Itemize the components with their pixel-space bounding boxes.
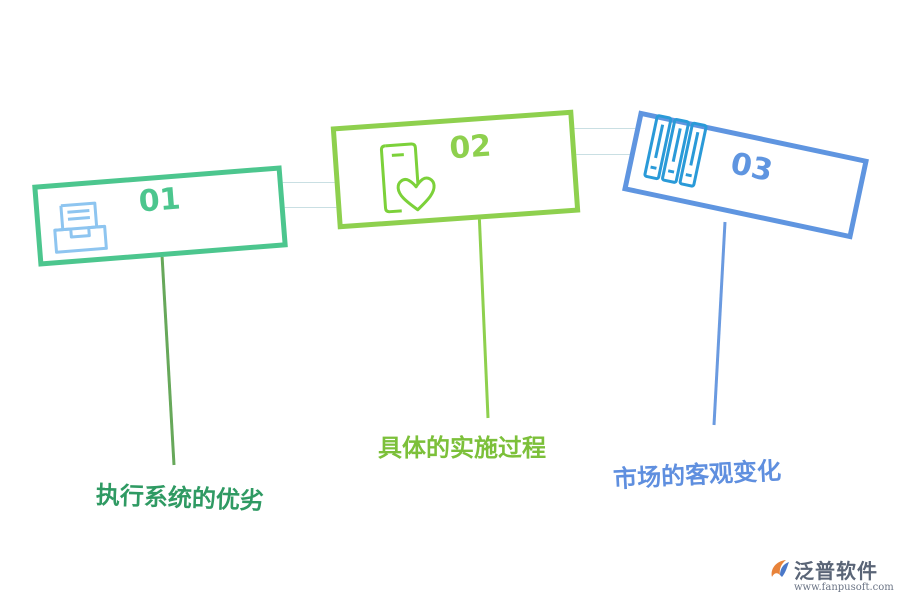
fanpu-logo-icon (771, 560, 789, 577)
brand-url: www.fanpusoft.com (794, 582, 894, 593)
stem-03 (712, 221, 727, 426)
step-card-01: 01 (32, 165, 288, 267)
brand-watermark: 泛普软件 www.fanpusoft.com (768, 555, 894, 595)
step-card-03: 03 (622, 110, 869, 240)
step-label-01: 执行系统的优劣 (95, 481, 265, 515)
step-label-02: 具体的实施过程 (378, 434, 546, 462)
book-binders-icon (643, 114, 708, 188)
stem-01 (160, 254, 176, 466)
brand-name: 泛普软件 (794, 559, 878, 583)
phone-heart-icon (379, 142, 436, 214)
step-card-02: 02 (330, 109, 581, 230)
stem-02 (477, 209, 490, 419)
step-number-02: 02 (448, 128, 493, 167)
step-number-03: 03 (727, 146, 776, 190)
step-number-01: 01 (137, 181, 182, 220)
inbox-tray-icon (53, 201, 108, 254)
